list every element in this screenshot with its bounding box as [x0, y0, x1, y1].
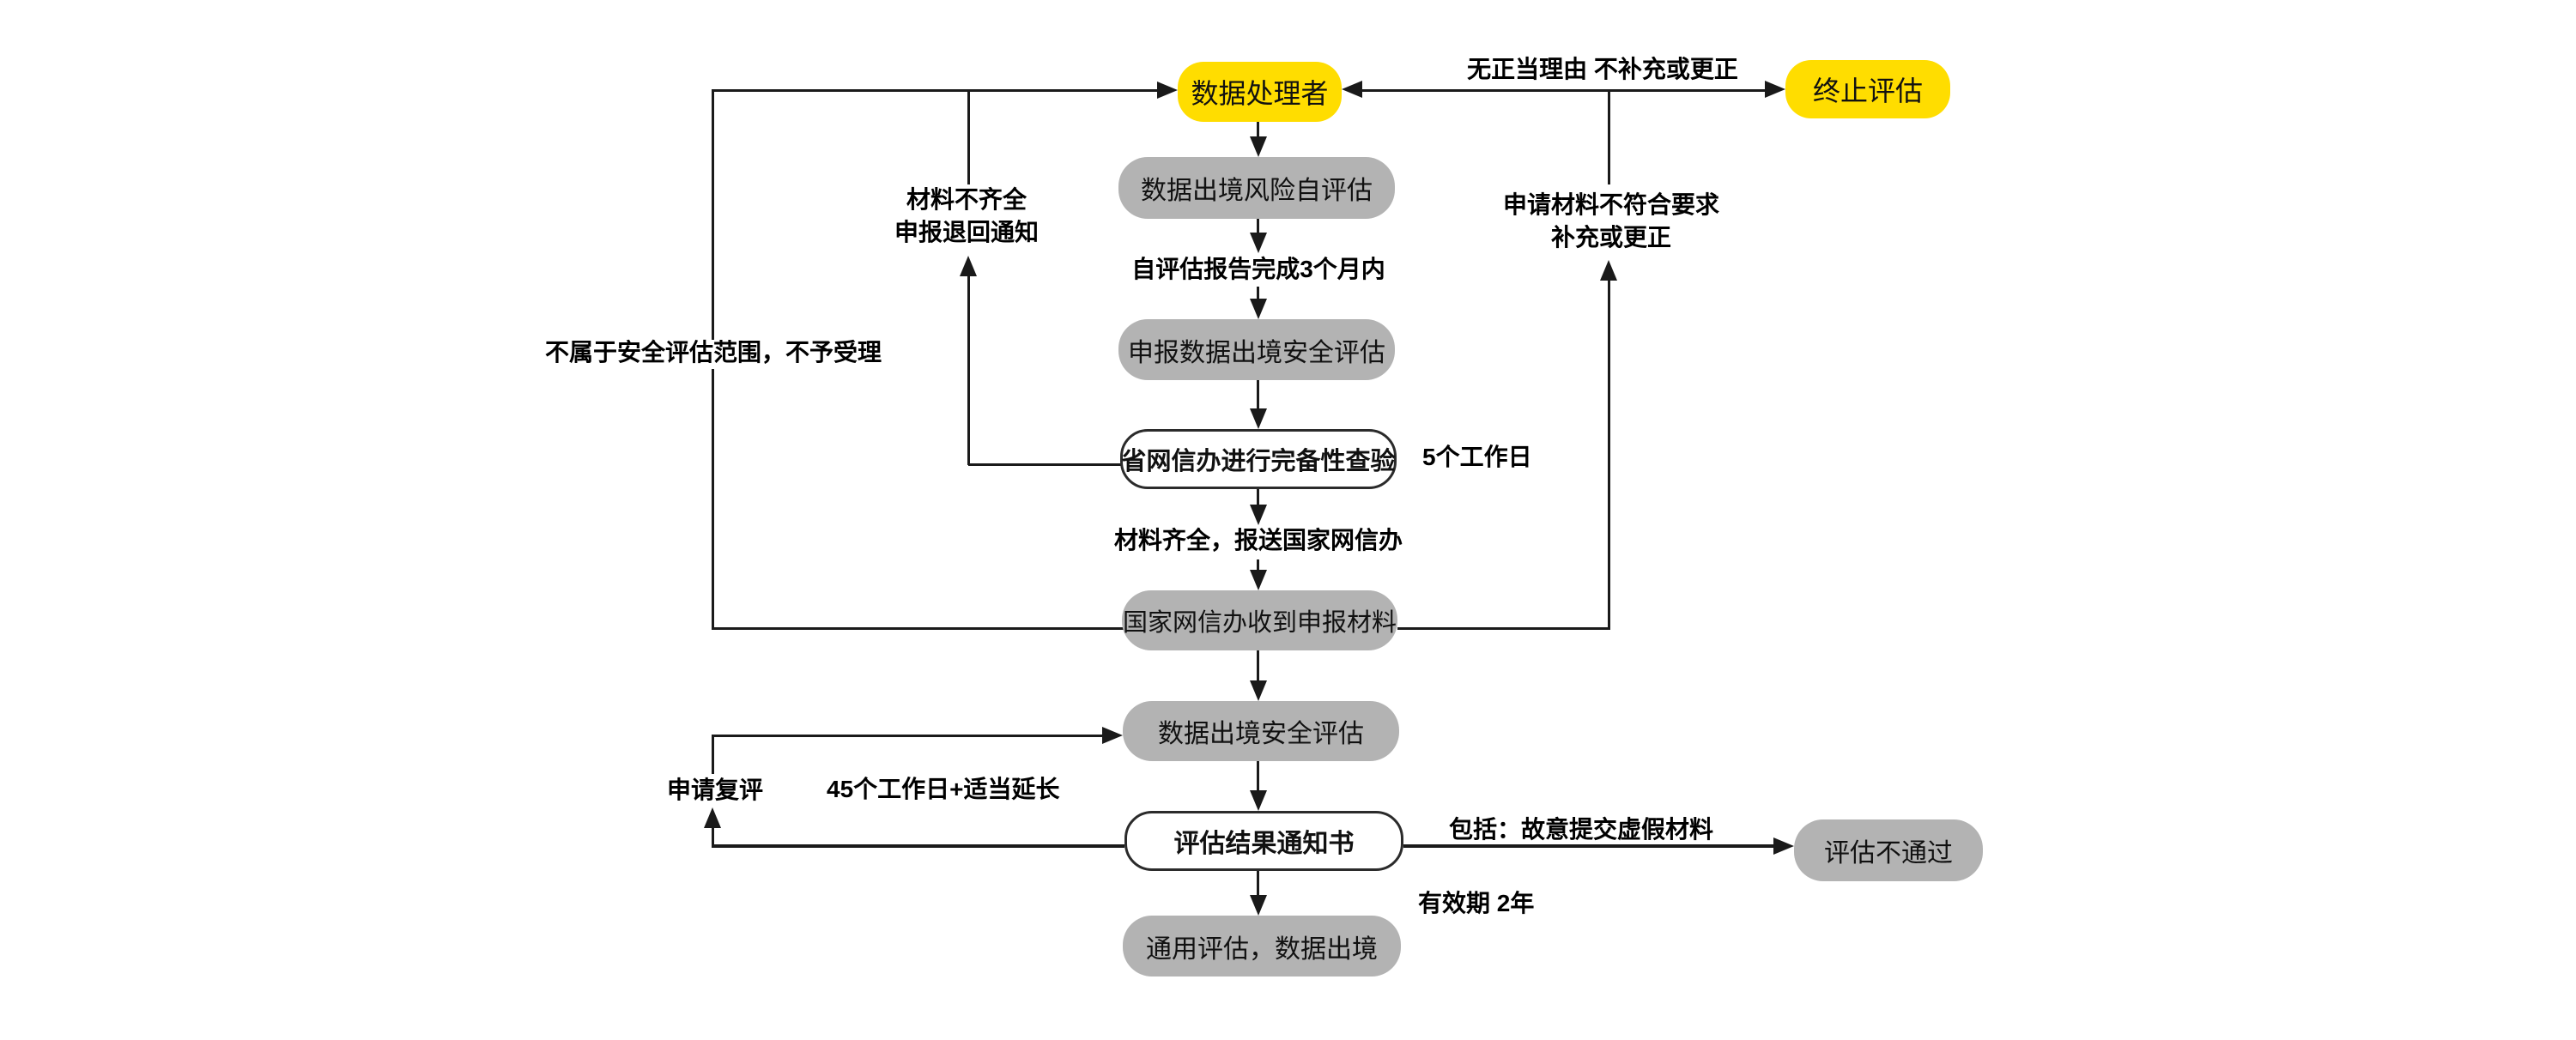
arrow-up-icon — [1600, 260, 1617, 281]
edge-label-reapply: 申请复评 — [666, 777, 763, 803]
arrow-right-icon — [1773, 837, 1794, 855]
flow-line — [1362, 89, 1765, 92]
flow-line — [712, 627, 1124, 630]
node-label: 省网信办进行完备性查验 — [1121, 448, 1396, 475]
flow-line — [1257, 871, 1259, 895]
flow-line — [1257, 219, 1259, 233]
edge-label-return-notice: 申报退回通知 — [894, 219, 1039, 245]
flow-line — [1257, 489, 1259, 505]
flow-line — [1257, 761, 1259, 790]
edge-label-no-valid-reason: 无正当理由 不补充或更正 — [1467, 56, 1738, 82]
flow-line — [1397, 627, 1610, 630]
node-security-assessment: 数据出境安全评估 — [1123, 701, 1399, 761]
edge-label-complete-submit: 材料齐全，报送国家网信办 — [1113, 527, 1403, 553]
edge-label-out-of-scope: 不属于安全评估范围，不予受理 — [544, 339, 882, 366]
arrow-up-icon — [960, 256, 977, 276]
node-declare-assessment: 申报数据出境安全评估 — [1118, 319, 1395, 380]
node-result-notice: 评估结果通知书 — [1124, 811, 1403, 871]
flow-line — [712, 844, 1124, 848]
arrow-down-icon — [1250, 790, 1267, 811]
arrow-down-icon — [1250, 505, 1267, 525]
arrow-down-icon — [1250, 233, 1267, 253]
flow-line — [712, 735, 1102, 737]
flow-line — [1608, 281, 1610, 629]
flow-line — [1257, 122, 1259, 136]
node-assessment-fail: 评估不通过 — [1794, 819, 1983, 881]
flow-line — [1403, 844, 1773, 848]
flow-line — [1608, 90, 1610, 184]
node-general-pass-export: 通用评估，数据出境 — [1123, 916, 1401, 977]
edge-label-45-workdays: 45个工作日+适当延长 — [827, 776, 1060, 802]
arrow-down-icon — [1250, 299, 1267, 319]
flow-line — [1257, 650, 1259, 680]
node-label: 数据处理者 — [1191, 78, 1329, 109]
arrow-right-icon — [1765, 81, 1785, 98]
arrow-right-icon — [1157, 82, 1178, 99]
node-label: 国家网信办收到申报材料 — [1122, 609, 1397, 637]
node-label: 评估不通过 — [1824, 839, 1953, 868]
arrow-right-icon — [1102, 727, 1123, 744]
node-data-processor: 数据处理者 — [1178, 62, 1342, 122]
arrow-down-icon — [1250, 408, 1267, 429]
flow-line — [1257, 559, 1259, 570]
flow-line — [967, 276, 970, 465]
arrow-down-icon — [1250, 136, 1267, 157]
edge-label-supplement-correct: 补充或更正 — [1550, 224, 1671, 251]
flow-line — [1257, 380, 1259, 408]
edge-label-nonconforming-materials: 申请材料不符合要求 — [1502, 191, 1719, 218]
node-label: 终止评估 — [1812, 76, 1923, 106]
flow-line — [712, 369, 714, 629]
arrow-down-icon — [1250, 680, 1267, 701]
node-label: 数据出境安全评估 — [1158, 720, 1364, 748]
arrow-down-icon — [1250, 570, 1267, 590]
flow-line — [712, 89, 1157, 92]
node-label: 通用评估，数据出境 — [1146, 934, 1378, 964]
node-terminate-assessment: 终止评估 — [1785, 60, 1950, 118]
arrow-left-icon — [1342, 81, 1362, 98]
edge-label-include-false-materials: 包括：故意提交虚假材料 — [1449, 816, 1714, 843]
flow-line — [712, 735, 714, 774]
flow-line — [712, 828, 714, 847]
edge-label-incomplete-materials: 材料不齐全 — [906, 186, 1027, 213]
node-self-risk-assessment: 数据出境风险自评估 — [1118, 157, 1395, 219]
arrow-down-icon — [1250, 895, 1267, 916]
flow-line — [968, 463, 1123, 466]
arrow-up-icon — [704, 807, 721, 828]
edge-label-five-workdays: 5个工作日 — [1422, 444, 1532, 470]
flow-line — [1257, 287, 1259, 299]
node-provincial-completeness-check: 省网信办进行完备性查验 — [1120, 429, 1397, 489]
flow-line — [712, 90, 714, 340]
edge-label-self-report-deadline: 自评估报告完成3个月内 — [1131, 256, 1385, 282]
node-label: 评估结果通知书 — [1173, 830, 1355, 858]
node-label: 申报数据出境安全评估 — [1128, 338, 1385, 367]
flow-line — [967, 90, 970, 184]
edge-label-validity-period: 有效期 2年 — [1418, 890, 1535, 916]
node-label: 数据出境风险自评估 — [1141, 177, 1373, 205]
node-national-receive-materials: 国家网信办收到申报材料 — [1122, 590, 1397, 650]
